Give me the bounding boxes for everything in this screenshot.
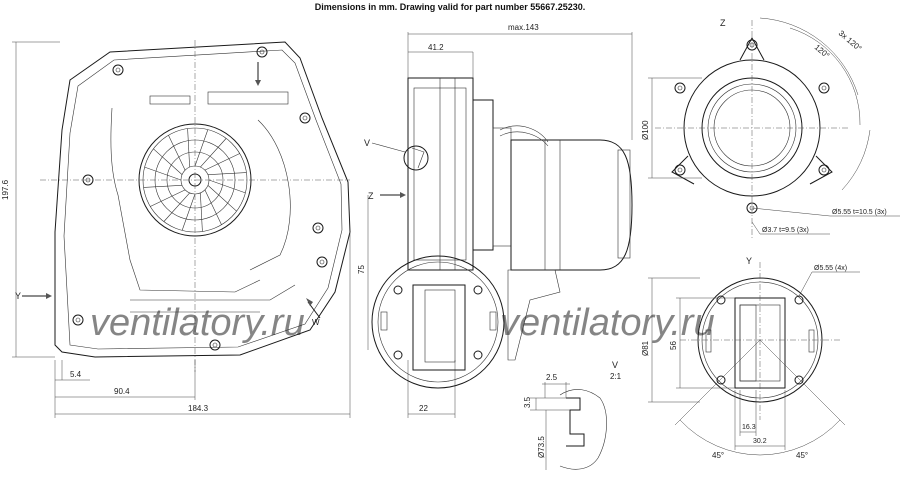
impeller-blade: [163, 192, 190, 222]
z-view-label: Z: [720, 18, 726, 28]
v-arrow-label: V: [364, 138, 370, 148]
z-view: [648, 17, 900, 240]
impeller-blade: [208, 179, 246, 194]
dim-75: 75: [357, 265, 366, 274]
y-view-label: Y: [746, 256, 752, 266]
dim-max-143: max.143: [508, 23, 539, 32]
front-view: [12, 40, 351, 418]
impeller-blade: [143, 185, 183, 188]
dim-d81: Ø81: [641, 340, 650, 356]
impeller-blade: [200, 192, 203, 232]
side-view: [367, 32, 633, 418]
impeller-blade: [204, 189, 222, 225]
y-view: [648, 262, 860, 456]
dim-d100: Ø100: [641, 120, 650, 140]
dim-d3-7-t9-5: Ø3.7 t=9.5 (3x): [762, 227, 809, 234]
y-arrow-label: Y: [15, 291, 21, 301]
dim-90-4: 90.4: [114, 387, 130, 396]
dim-45-right: 45°: [796, 451, 808, 460]
impeller-blade: [187, 128, 190, 168]
impeller-blade: [153, 148, 183, 175]
impeller-blade: [181, 193, 196, 231]
impeller-blade: [194, 129, 209, 167]
z-arrow-label: Z: [368, 191, 374, 201]
impeller-blade: [200, 138, 227, 168]
impeller-blade: [150, 189, 186, 207]
impeller-blade: [204, 153, 240, 171]
impeller-blade: [207, 185, 237, 212]
impeller-blade: [144, 166, 182, 181]
dim-5-4: 5.4: [70, 370, 82, 379]
dim-45-left: 45°: [712, 451, 724, 460]
dim-56: 56: [669, 341, 678, 350]
dim-41-2: 41.2: [428, 43, 444, 52]
impeller-blade: [168, 135, 186, 171]
drawing-header: Dimensions in mm. Drawing valid for part…: [314, 2, 586, 12]
dim-120: 120°: [813, 43, 831, 61]
w-arrow-label: W: [312, 318, 320, 327]
impeller-blade: [207, 172, 247, 175]
dim-73-5: Ø73.5: [537, 436, 546, 458]
dim-30-2: 30.2: [753, 438, 767, 445]
dim-184-3: 184.3: [188, 404, 209, 413]
dim-d5-55-4x: Ø5.55 (4x): [814, 265, 847, 272]
dim-3x-120: 3x 120°: [837, 29, 864, 53]
watermark-right: ventilatory.ru: [500, 302, 715, 344]
v-view-scale: 2:1: [610, 372, 622, 381]
detail-v: [530, 382, 607, 470]
dim-22: 22: [419, 404, 428, 413]
dim-16-3: 16.3: [742, 424, 756, 431]
dim-3-5: 3.5: [523, 396, 532, 408]
watermark-left: ventilatory.ru: [90, 302, 305, 344]
v-view-label: V: [612, 360, 618, 370]
dim-d5-55-t10-5: Ø5.55 t=10.5 (3x): [832, 209, 887, 216]
dim-2-5: 2.5: [546, 373, 558, 382]
dim-height: 197.6: [1, 179, 10, 200]
